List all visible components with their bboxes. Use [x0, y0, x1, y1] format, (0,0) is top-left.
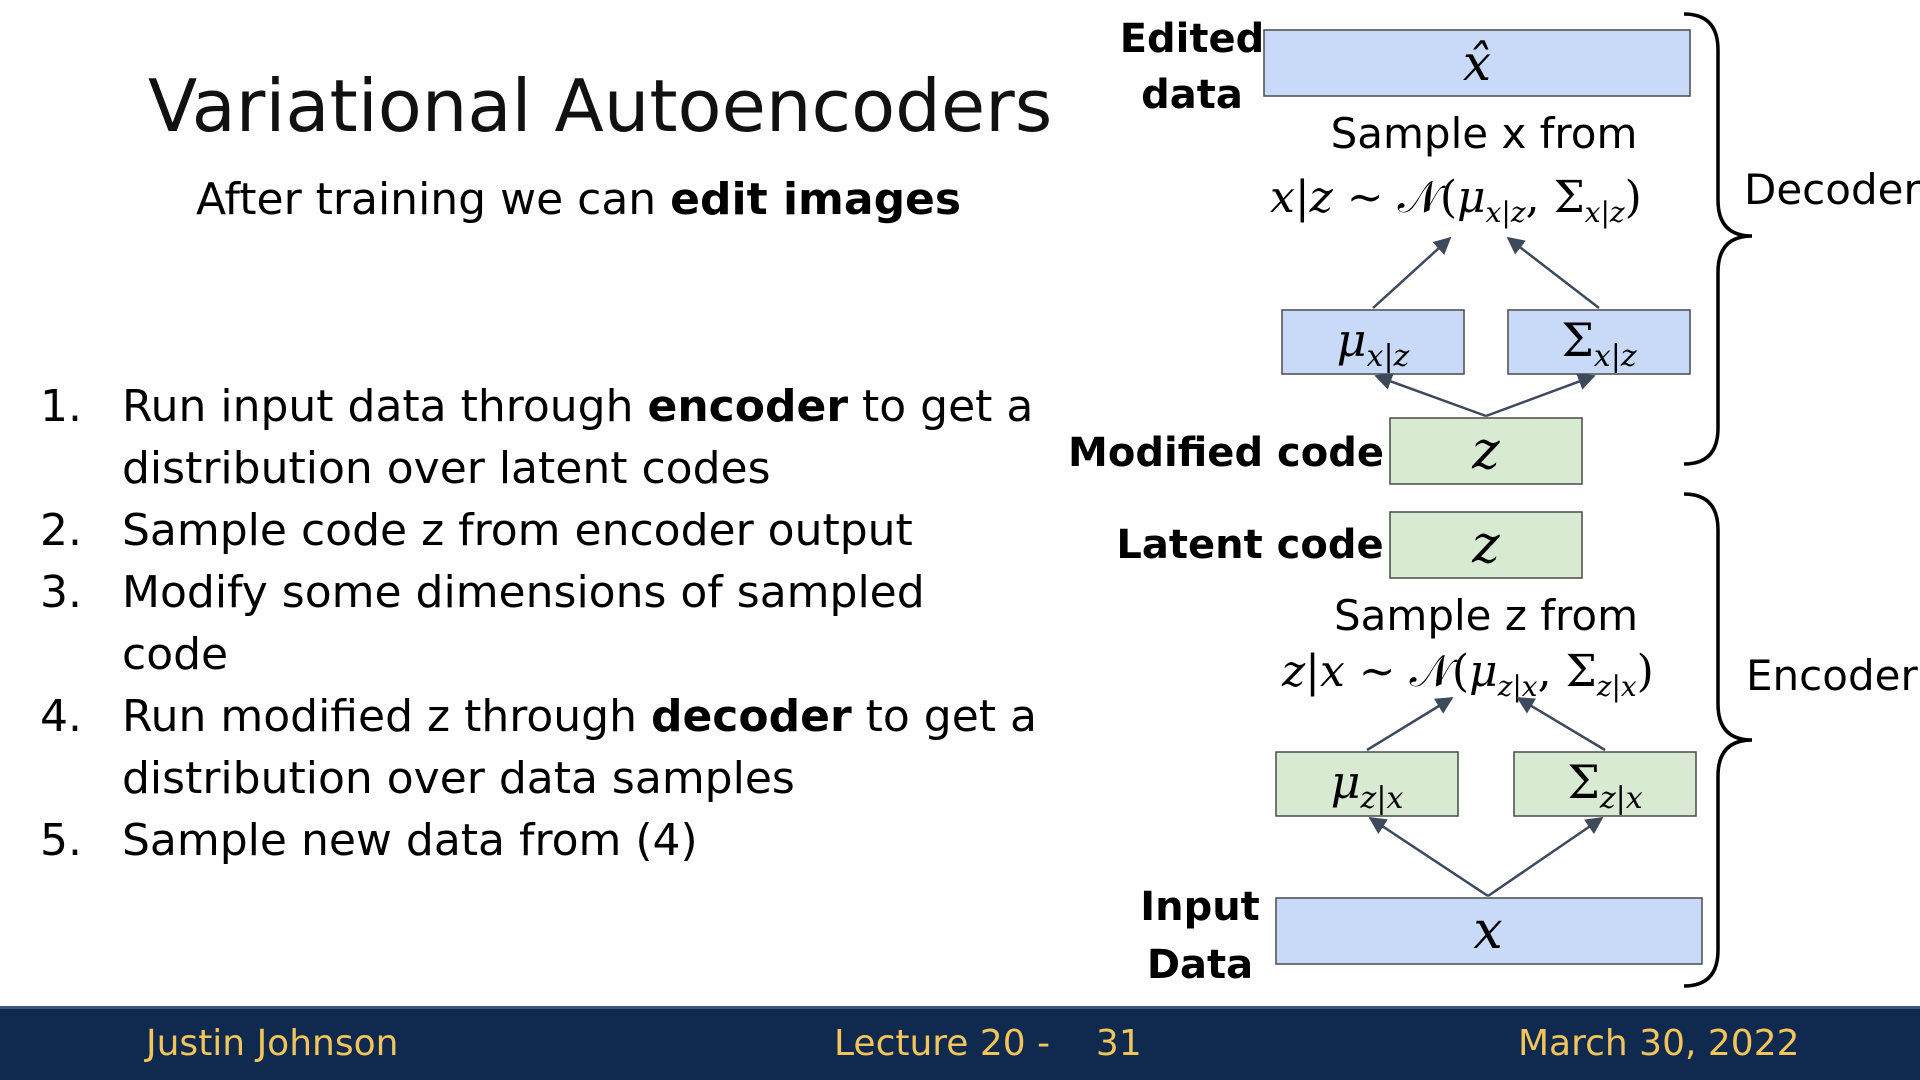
arrow-z-to-mu [1374, 373, 1487, 418]
decoder-brace [1683, 12, 1753, 466]
step-item: 3. Modify some dimensions of sampled code [40, 562, 1040, 686]
mu-z-given-x-label: μz|x [1331, 755, 1404, 816]
step-text: Run input data through [122, 381, 648, 432]
latent-code-box [1389, 511, 1583, 579]
slide-subtitle: After training we can edit images [196, 174, 961, 225]
sigma-z-given-x-label: Σz|x [1567, 755, 1642, 816]
dist-mu-sub: x|z [1486, 196, 1526, 229]
vae-edit-diagram: x̂ Edited data Sample x from x|z ~ 𝒩(μx|… [1068, 12, 1920, 988]
modified-code-label: Modified code [1068, 430, 1384, 476]
dist-sigma: Σ [1554, 172, 1585, 223]
sigma-x-given-z-box [1507, 309, 1691, 375]
encoder-distribution: z|x ~ 𝒩(μz|x, Σz|x) [1281, 646, 1654, 703]
dist-close-paren: ) [1625, 172, 1642, 223]
dist-open-paren: ( [1452, 646, 1469, 697]
dist-comma: , [1538, 646, 1566, 697]
sample-z-label: Sample z from [1334, 591, 1638, 640]
steps-list: 1. Run input data through encoder to get … [40, 376, 1040, 872]
dist-sigma-sub: z|x [1596, 670, 1637, 703]
step-item: 4. Run modified z through decoder to get … [40, 686, 1040, 810]
sample-x-label: Sample x from [1331, 109, 1638, 158]
step-emphasis: decoder [650, 691, 852, 742]
sigma-z-given-x-box [1513, 751, 1697, 817]
edited-data-label-line2: data [1141, 72, 1243, 118]
subtitle-emphasis: edit images [670, 174, 962, 225]
dist-mu: μ [1457, 172, 1486, 223]
step-text: Run modified z through [122, 691, 651, 742]
svg-text:x|z ~ 𝒩(μx|z, Σx|z): x|z ~ 𝒩(μx|z, Σx|z) [1270, 172, 1642, 229]
step-text: Sample code z from encoder output [122, 505, 913, 556]
input-data-label-line1: Input [1140, 884, 1260, 930]
input-data-label-line2: Data [1147, 942, 1253, 988]
step-item: 1. Run input data through encoder to get … [40, 376, 1040, 500]
latent-code-label: Latent code [1116, 522, 1383, 568]
decoder-distribution: x|z ~ 𝒩(μx|z, Σx|z) [1270, 172, 1642, 229]
arrow-sigma-to-xdist [1506, 236, 1600, 309]
mu-x-given-z-label: μx|z [1337, 313, 1410, 374]
step-emphasis: encoder [647, 381, 849, 432]
step-text-end: to get a distribution over latent codes [122, 381, 1034, 494]
svg-text:z|x ~ 𝒩(μz|x, Σz|x): z|x ~ 𝒩(μz|x, Σz|x) [1281, 646, 1654, 703]
dist-mu: μ [1469, 646, 1498, 697]
encoder-dist-lhs: z|x ~ [1281, 646, 1410, 697]
arrow-x-to-mu [1368, 816, 1489, 898]
dist-open-paren: ( [1440, 172, 1457, 223]
arrow-sigma-to-zdist [1516, 696, 1606, 752]
dist-sigma: Σ [1566, 646, 1597, 697]
sigma-x-given-z-label: Σx|z [1561, 313, 1637, 374]
step-item: 5. Sample new data from (4) [40, 810, 1040, 872]
decoder-dist-lhs: x|z ~ [1270, 172, 1398, 223]
arrow-mu-to-zdist [1366, 696, 1454, 752]
encoder-brace [1683, 492, 1753, 988]
modified-code-symbol: z [1471, 421, 1500, 481]
dist-comma: , [1526, 172, 1554, 223]
step-number: 3. [40, 567, 82, 618]
edited-data-symbol: x̂ [1463, 34, 1491, 92]
dist-close-paren: ) [1637, 646, 1654, 697]
arrow-mu-to-xdist [1372, 236, 1452, 309]
arrow-x-to-sigma [1487, 816, 1604, 898]
footer-date: March 30, 2022 [1518, 1023, 1800, 1064]
step-number: 4. [40, 691, 82, 742]
slide-title: Variational Autoencoders [148, 64, 1053, 148]
footer-bar: Justin Johnson Lecture 20 - 31 March 30,… [0, 1006, 1920, 1080]
step-number: 1. [40, 381, 82, 432]
encoder-label: Encoder [1746, 651, 1918, 700]
subtitle-text: After training we can [196, 174, 671, 225]
footer-lecture-page: Lecture 20 - 31 [834, 1023, 1142, 1064]
modified-code-box [1389, 417, 1583, 485]
footer-author: Justin Johnson [146, 1023, 399, 1064]
step-item: 2. Sample code z from encoder output [40, 500, 1040, 562]
mu-z-given-x-box [1275, 751, 1459, 817]
arrow-z-to-sigma [1485, 373, 1596, 418]
decoder-label: Decoder [1744, 165, 1920, 214]
input-data-box [1275, 897, 1703, 965]
latent-code-symbol: z [1471, 515, 1500, 575]
normal-symbol: 𝒩 [1398, 172, 1446, 223]
dist-mu-sub: z|x [1497, 670, 1538, 703]
dist-sigma-sub: x|z [1585, 196, 1625, 229]
step-text: Sample new data from (4) [122, 815, 698, 866]
step-number: 5. [40, 815, 82, 866]
step-text-end: to get a distribution over data samples [122, 691, 1037, 804]
step-text: Modify some dimensions of sampled code [122, 567, 925, 680]
input-data-symbol: x [1473, 901, 1502, 961]
step-number: 2. [40, 505, 82, 556]
edited-data-box [1263, 29, 1691, 97]
normal-symbol: 𝒩 [1410, 646, 1458, 697]
edited-data-label-line1: Edited [1120, 16, 1265, 62]
mu-x-given-z-box [1281, 309, 1465, 375]
